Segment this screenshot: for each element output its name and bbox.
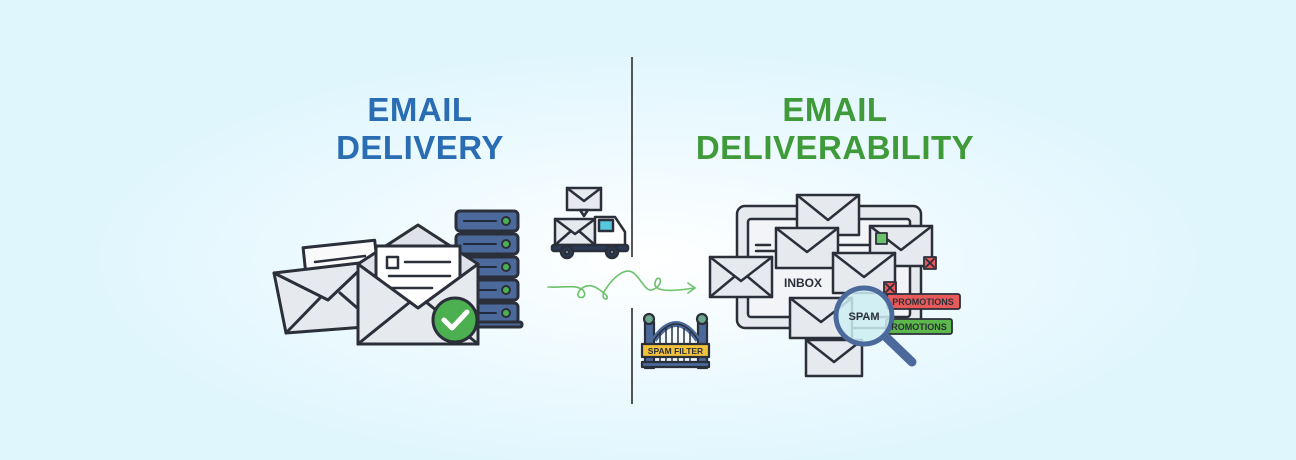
title-line: DELIVERY xyxy=(336,129,504,166)
title-line: EMAIL xyxy=(782,91,888,128)
spam-filter-label: SPAM FILTER xyxy=(648,346,703,356)
spam-filter-gate-icon xyxy=(640,312,711,370)
delivery-truck-icon xyxy=(550,186,630,260)
title-line: EMAIL xyxy=(367,91,473,128)
checkbox-icon xyxy=(875,232,888,245)
promotions-red-label: PROMOTIONS xyxy=(892,297,954,307)
inbox-label: INBOX xyxy=(784,276,822,290)
check-badge-icon xyxy=(431,296,479,344)
divider-top xyxy=(631,57,633,257)
spam-label: SPAM xyxy=(849,311,880,323)
email-delivery-title: EMAIL DELIVERY xyxy=(300,91,540,167)
magnifier-icon xyxy=(833,285,917,367)
email-deliverability-title: EMAIL DELIVERABILITY xyxy=(680,91,990,167)
x-box-icon xyxy=(883,256,937,295)
promotions-green-label: ROMOTIONS xyxy=(891,322,947,332)
title-line: DELIVERABILITY xyxy=(695,129,975,166)
divider-bottom xyxy=(631,308,633,404)
squiggle-arrow-icon xyxy=(547,270,697,300)
